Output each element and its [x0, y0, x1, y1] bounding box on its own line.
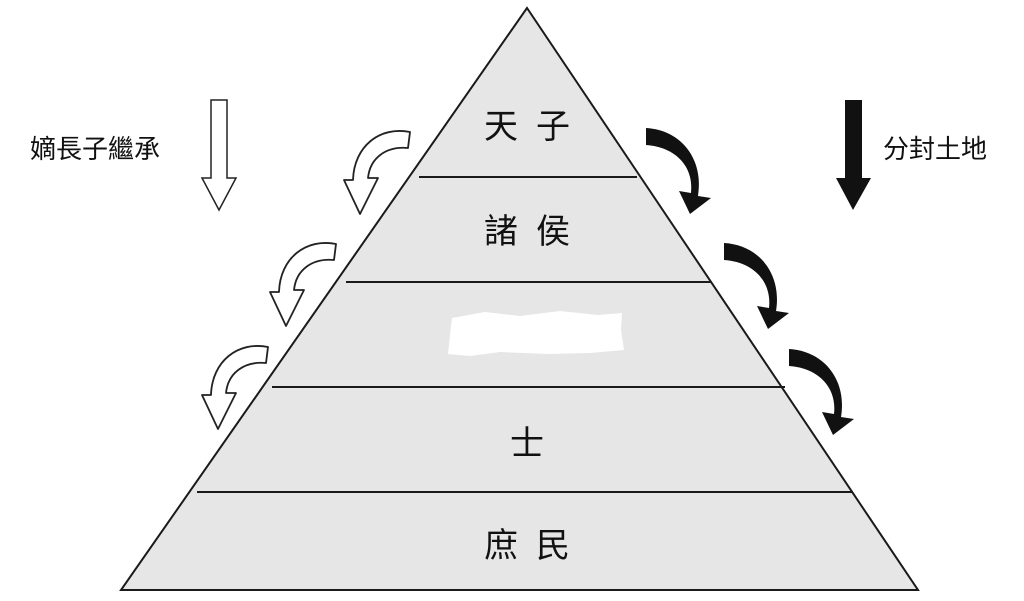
right-label: 分封土地 [883, 135, 987, 165]
tier-label-zhuhou: 諸侯 [484, 212, 588, 252]
masked-label-patch [448, 311, 624, 356]
left-hollow-down-arrow-icon [200, 99, 238, 212]
tier-label-shumin: 庶民 [484, 526, 588, 566]
hollow-curved-arrow-icon [269, 242, 337, 327]
tier-label-shi: 士 [510, 424, 562, 464]
solid-curved-arrow-icon [724, 243, 789, 329]
left-label: 嫡長子繼承 [30, 135, 160, 165]
solid-curved-arrow-icon [789, 349, 854, 435]
tier-label-tianzi: 天子 [484, 107, 588, 147]
pyramid-body [119, 6, 920, 591]
hollow-curved-arrow-icon [343, 130, 411, 215]
solid-curved-arrow-icon [646, 128, 711, 214]
right-solid-down-arrow-icon [836, 100, 871, 210]
hollow-curved-arrow-icon [201, 345, 269, 430]
